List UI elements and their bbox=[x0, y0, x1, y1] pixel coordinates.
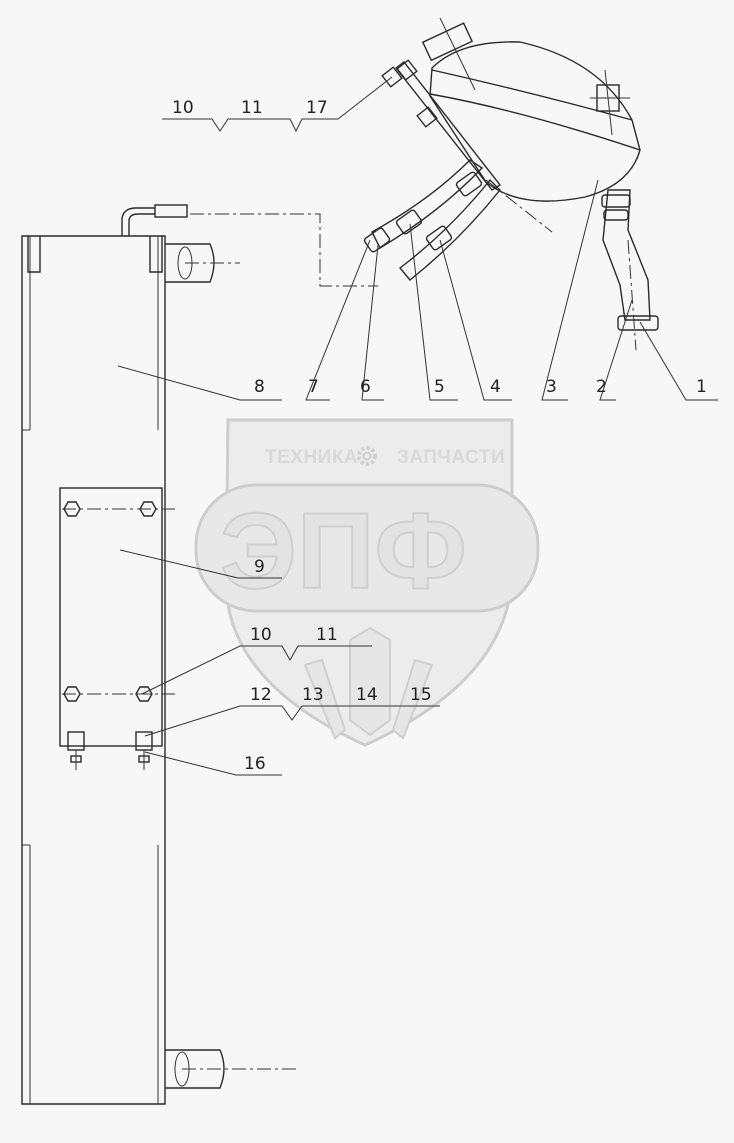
callout-14: 14 bbox=[356, 685, 378, 705]
callout-16: 16 bbox=[244, 754, 266, 774]
tank-bracket bbox=[381, 59, 502, 191]
outlet-cap bbox=[590, 69, 630, 136]
watermark-brand-right: ЗАПЧАСТИ bbox=[397, 447, 505, 468]
callout-3: 3 bbox=[546, 377, 557, 397]
callout-2: 2 bbox=[596, 377, 607, 397]
gear-icon bbox=[357, 446, 377, 466]
callout-6: 6 bbox=[360, 377, 371, 397]
wheat-ears-icon bbox=[303, 626, 434, 740]
top-outlet-pipe bbox=[165, 243, 240, 283]
watermark-banner bbox=[194, 483, 540, 613]
callout-10-lower: 10 bbox=[250, 625, 272, 645]
callout-7: 7 bbox=[308, 377, 319, 397]
callout-15: 15 bbox=[410, 685, 432, 705]
callout-5: 5 bbox=[434, 377, 445, 397]
callout-4: 4 bbox=[490, 377, 501, 397]
callout-8: 8 bbox=[254, 377, 265, 397]
watermark-brand-big: ЭПФ bbox=[220, 490, 467, 611]
callout-9: 9 bbox=[254, 557, 265, 577]
callout-13: 13 bbox=[302, 685, 324, 705]
callout-12: 12 bbox=[250, 685, 272, 705]
expansion-tank bbox=[421, 17, 641, 233]
bolt-icon bbox=[67, 731, 153, 770]
vent-tube bbox=[121, 204, 378, 287]
leader-lines bbox=[117, 76, 718, 776]
hex-nut-icon bbox=[63, 501, 157, 702]
callout-11-lower: 11 bbox=[316, 625, 338, 645]
radiator-tank bbox=[21, 235, 166, 1105]
bottom-outlet-pipe bbox=[165, 1049, 300, 1089]
callout-10-top: 10 bbox=[172, 98, 194, 118]
callout-11-top: 11 bbox=[241, 98, 263, 118]
right-hose bbox=[601, 189, 659, 351]
mounting-plate bbox=[59, 487, 175, 770]
callout-1: 1 bbox=[696, 377, 707, 397]
callout-labels: 10 11 17 1 2 3 4 5 6 7 8 9 10 11 12 13 1… bbox=[172, 98, 707, 774]
left-hose-assembly bbox=[363, 159, 501, 281]
watermark: ТЕХНИКА ЗАПЧАСТИ ЭПФ bbox=[194, 418, 540, 747]
watermark-brand-left: ТЕХНИКА bbox=[265, 447, 358, 468]
callout-17: 17 bbox=[306, 98, 328, 118]
filler-cap bbox=[421, 17, 476, 91]
